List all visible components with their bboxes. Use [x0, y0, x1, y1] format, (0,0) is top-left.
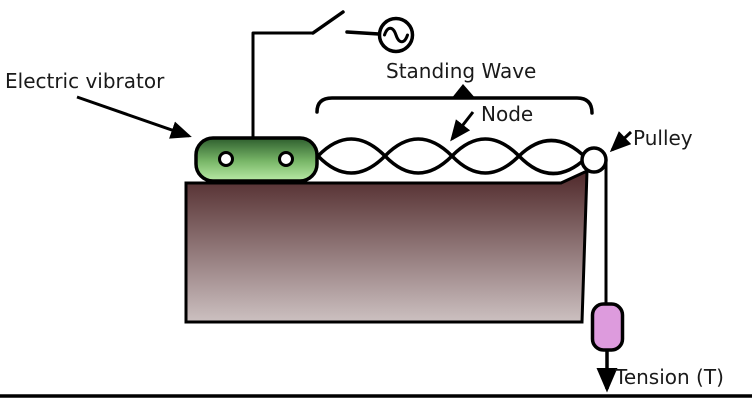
brace-pointer [451, 84, 476, 99]
pulley-icon [580, 146, 608, 174]
standing-wave-envelope-b [316, 137, 588, 175]
sine-wave-glyph [383, 26, 409, 44]
vibrator-screw-right [278, 151, 294, 167]
table [184, 168, 589, 324]
standing-wave-brace [315, 96, 594, 115]
hanging-weight [590, 302, 625, 352]
pulley-label: Pulley [633, 126, 693, 150]
tension-label: Tension (T) [614, 365, 724, 389]
electric-vibrator-label: Electric vibrator [5, 69, 165, 93]
node-arrow [450, 111, 475, 142]
electric-vibrator-arrow [76, 95, 192, 139]
electric-vibrator [194, 136, 319, 183]
pulley-arrow [609, 130, 633, 153]
wire [251, 31, 315, 139]
node-label: Node [481, 102, 533, 126]
wire-to-source [345, 30, 381, 36]
switch-icon [311, 10, 345, 35]
standing-wave-label: Standing Wave [386, 59, 536, 83]
vibrator-screw-left [218, 151, 234, 167]
